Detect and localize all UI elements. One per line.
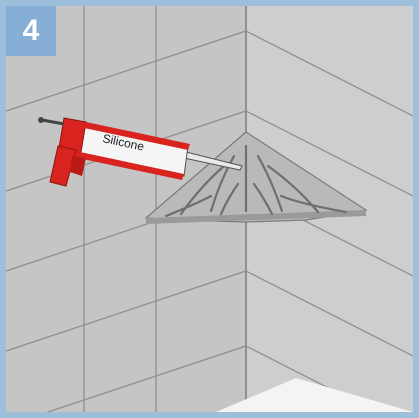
step-number: 4 [23, 14, 40, 48]
bathroom-corner-illustration: Silicone [6, 6, 413, 412]
step-badge: 4 [6, 6, 56, 56]
